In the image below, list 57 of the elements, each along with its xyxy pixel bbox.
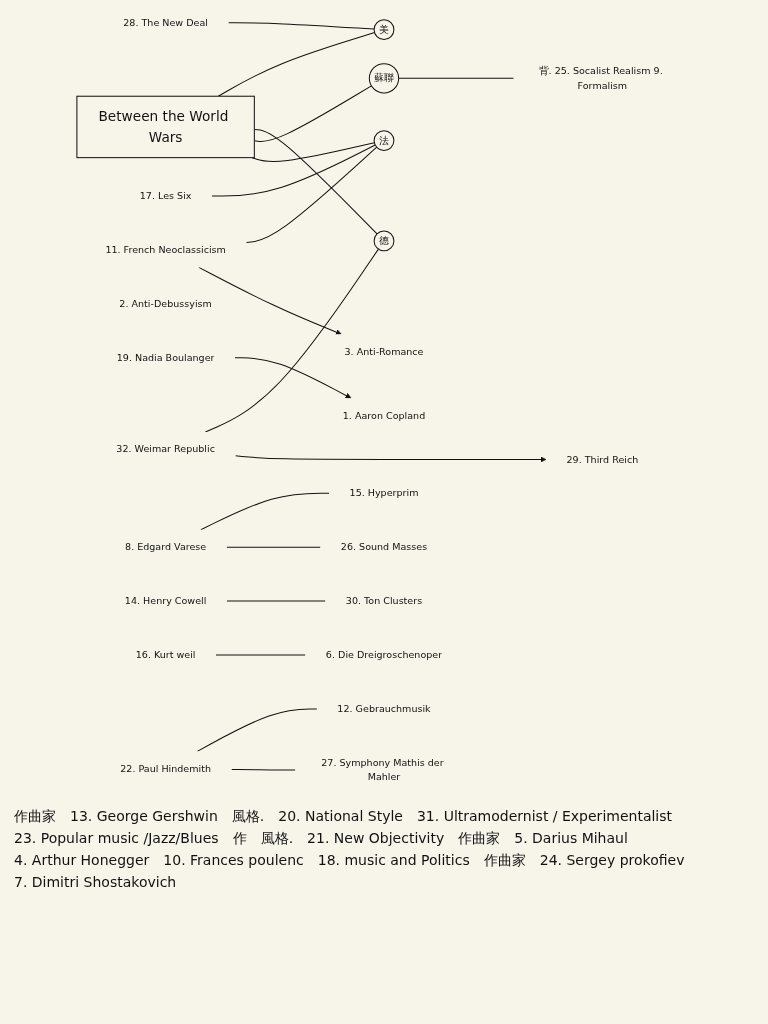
note-text: 風格.: [260, 830, 294, 848]
note-text: 13. George Gershwin: [70, 808, 218, 826]
node-text: 30. Ton Clusters: [345, 595, 423, 607]
node-text: 14. Henry Cowell: [124, 595, 207, 607]
connector: [245, 146, 378, 243]
node-circle: 蘇聯: [368, 63, 400, 94]
node-text: 27. Symphony Mathis der Mahler: [321, 757, 444, 783]
node-circle: 法: [373, 130, 395, 151]
connector: [200, 492, 330, 531]
node-text: 背. 25. Socalist Realism 9. Formalism: [539, 65, 663, 91]
connector: [204, 248, 379, 433]
arrow: [198, 266, 342, 335]
node-text: 17. Les Six: [139, 190, 192, 202]
note-text: 5. Darius Mihaul: [514, 830, 628, 848]
note-text: 4. Arthur Honegger: [14, 852, 150, 870]
note-text: 21. New Objectivity: [307, 830, 445, 848]
arrow: [234, 357, 352, 399]
connector: [227, 22, 375, 30]
connector: [230, 769, 296, 771]
node-text: 32. Weimar Republic: [116, 443, 215, 455]
node-circle: 美: [373, 19, 395, 41]
node-text: 28. The New Deal: [123, 17, 208, 28]
node-text: 19. Nadia Boulanger: [116, 351, 215, 363]
note-text: 18. music and Politics: [317, 852, 470, 870]
node-text: 2. Anti-Debussyism: [119, 298, 212, 309]
node-text: 22. Paul Hindemith: [120, 762, 211, 774]
node-text: 3. Anti-Romance: [344, 345, 424, 357]
note-text: 20. National Style: [278, 808, 403, 826]
arrow: [234, 455, 547, 463]
connector: [398, 77, 515, 79]
note-text: 作曲家: [14, 808, 56, 826]
note-text: 作曲家: [483, 852, 526, 870]
connector: [226, 546, 321, 548]
node-text: 15. Hyperprim: [349, 487, 419, 499]
node-text: 12. Gebrauchmusik: [337, 703, 431, 715]
node-text: 29. Third Reich: [566, 453, 639, 465]
note-text: 7. Dimitri Shostakovich: [14, 874, 177, 890]
note-text: 10. Frances poulenc: [163, 852, 304, 870]
note-text: 23. Popular music /Jazz/Blues: [14, 830, 219, 848]
connector: [211, 144, 376, 197]
connector: [251, 142, 375, 163]
note-text: 作曲家: [458, 830, 501, 848]
node-text: 1. Aaron Copland: [342, 409, 426, 421]
node-text: 6. Die Dreigroschenoper: [325, 649, 443, 661]
node-circle: 德: [373, 230, 395, 252]
connector: [253, 129, 378, 235]
note-text: 24. Sergey prokofiev: [539, 852, 685, 870]
node-text: 26. Sound Masses: [340, 541, 428, 553]
node-text: 11. French Neoclassicism: [105, 244, 226, 256]
connector: [217, 32, 376, 97]
note-text: 31. Ultramodernist / Experimentalist: [416, 808, 673, 826]
note-text: 作: [232, 830, 247, 848]
note-text: 風格.: [231, 808, 265, 826]
connector: [196, 708, 318, 752]
node-box: Between the World Wars: [76, 95, 255, 159]
node-text: 16. Kurt weil: [135, 649, 196, 661]
node-text: 8. Edgard Varese: [125, 541, 207, 553]
